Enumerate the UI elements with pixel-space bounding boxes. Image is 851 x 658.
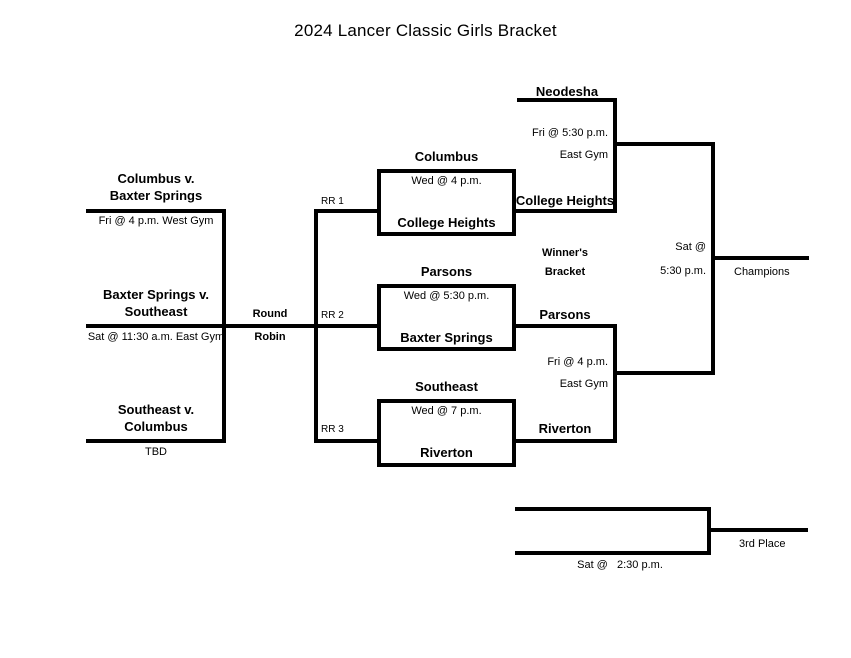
matchup-3-teams: Southeast v. Columbus (117, 402, 195, 434)
game3-box (377, 399, 516, 467)
semifinal2-venue: East Gym (559, 378, 608, 390)
game3-top-team: Southeast (415, 379, 478, 394)
semifinal1-venue: East Gym (559, 149, 608, 161)
third-place-bottom-line (515, 551, 711, 555)
semifinal2-bottom-team: Riverton (538, 421, 592, 436)
matchup-2-detail: Sat @ 11:30 a.m. East Gym (87, 331, 225, 343)
semifinal2-top-team: Parsons (539, 307, 591, 322)
third-place-label: 3rd Place (739, 538, 786, 550)
left-bracket-vertical (222, 209, 226, 443)
third-place-top-line (515, 507, 711, 511)
rr3-connector (314, 439, 381, 443)
game1-time: Wed @ 4 p.m. (411, 175, 482, 187)
semifinal1-bottom-team: College Heights (515, 193, 615, 208)
third-place-winner-line (707, 528, 808, 532)
game2-winner-line (514, 324, 617, 328)
round-robin-label-line2: Robin (254, 331, 286, 343)
champions-line (711, 256, 809, 260)
round-robin-spine (314, 209, 318, 443)
semifinal1-time: Fri @ 5:30 p.m. (532, 127, 608, 139)
winners-bracket-label: Winner's Bracket (542, 247, 588, 278)
page-title: 2024 Lancer Classic Girls Bracket (294, 21, 557, 40)
semifinal1-top-team: Neodesha (535, 84, 599, 99)
rr1-connector (314, 209, 381, 213)
matchup-1-detail: Fri @ 4 p.m. West Gym (98, 215, 214, 227)
game3-bottom-team: Riverton (420, 445, 473, 460)
game2-bottom-team: Baxter Springs (400, 330, 493, 345)
game2-time: Wed @ 5:30 p.m. (403, 290, 490, 302)
matchup-2-teams: Baxter Springs v. Southeast (103, 287, 209, 319)
game2-top-team: Parsons (420, 264, 473, 279)
game3-winner-line (514, 439, 617, 443)
game1-bottom-team: College Heights (397, 215, 496, 230)
matchup-3-line (86, 439, 226, 443)
matchup-1-teams: Columbus v. Baxter Springs (109, 171, 203, 203)
game2-box (377, 284, 516, 351)
matchup-3-detail: TBD (145, 446, 167, 458)
semifinal1-top-line (517, 98, 617, 102)
rr1-slot-label: RR 1 (321, 196, 344, 207)
game1-winner-line (514, 209, 617, 213)
rr2-slot-label: RR 2 (321, 310, 344, 321)
third-place-time: Sat @ 2:30 p.m. (577, 559, 663, 571)
semifinal1-winner-line (613, 142, 715, 146)
game1-box (377, 169, 516, 236)
champions-label: Champions (734, 266, 790, 278)
matchup-1-line (86, 209, 226, 213)
matchup-2-line (86, 324, 381, 328)
rr3-slot-label: RR 3 (321, 424, 344, 435)
game3-time: Wed @ 7 p.m. (411, 405, 482, 417)
round-robin-label-line1: Round (252, 308, 288, 320)
semifinal2-time: Fri @ 4 p.m. (547, 356, 608, 368)
semifinal1-vertical (613, 98, 617, 213)
semifinal2-vertical (613, 324, 617, 443)
semifinal2-winner-line (613, 371, 715, 375)
game1-top-team: Columbus (414, 149, 479, 164)
final-time: 5:30 p.m. (660, 265, 706, 277)
final-day: Sat @ (675, 241, 706, 253)
